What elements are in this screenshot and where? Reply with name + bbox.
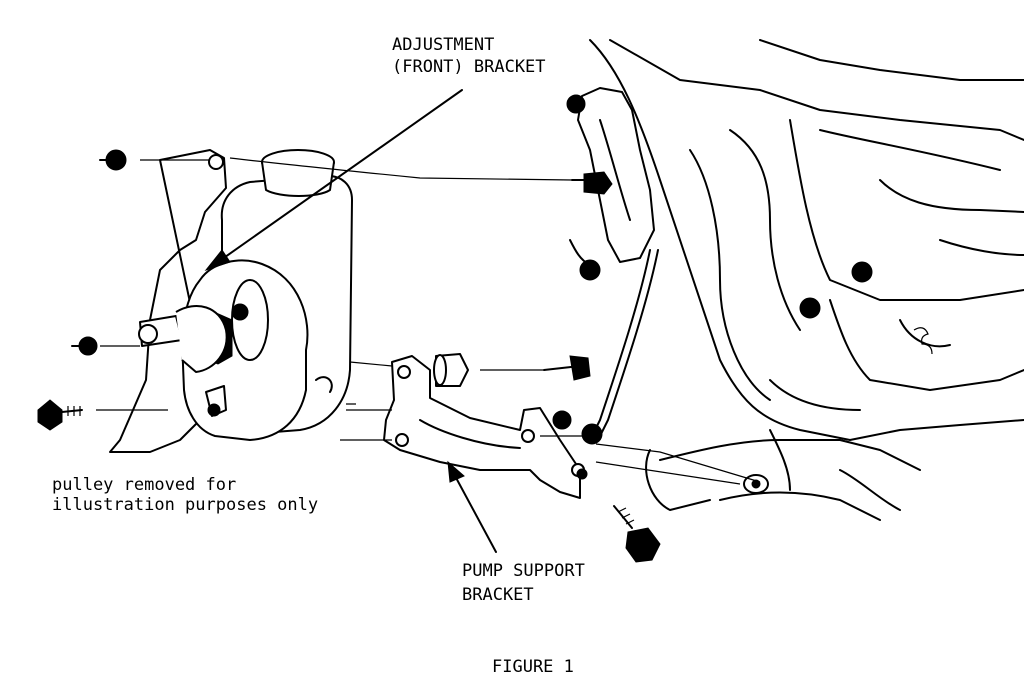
pump-support-bracket-label-line1: PUMP SUPPORT xyxy=(462,561,585,581)
pump-support-bracket-shape xyxy=(383,355,585,499)
power-steering-pump xyxy=(109,149,353,453)
pulley-note-line2: illustration purposes only xyxy=(52,495,319,515)
pump-support-bracket-label-line2: BRACKET xyxy=(462,585,534,605)
figure-caption: FIGURE 1 xyxy=(492,657,574,677)
assembly-lines xyxy=(96,157,761,485)
pulley-note-line1: pulley removed for xyxy=(52,475,237,495)
pump-support-bracket-arrow xyxy=(447,460,497,553)
adjustment-bracket-label-line2: (FRONT) BRACKET xyxy=(392,57,546,77)
fasteners xyxy=(37,94,873,563)
engine-mount-bracket xyxy=(569,87,659,441)
adjustment-bracket-label-line1: ADJUSTMENT xyxy=(392,35,495,55)
engine-block xyxy=(589,39,1024,521)
adjustment-bracket-arrow xyxy=(204,89,463,272)
